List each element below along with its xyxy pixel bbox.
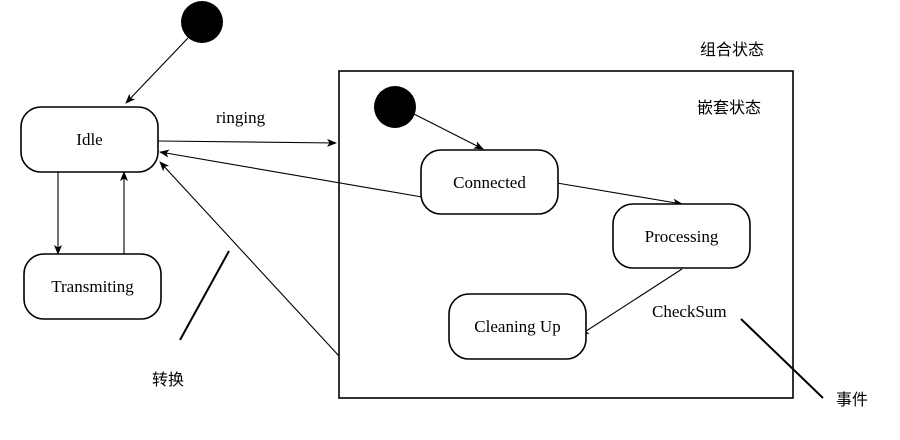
state-transmitting: Transmiting	[23, 253, 162, 320]
initial-state-inner	[374, 86, 416, 128]
event-pointer-line	[740, 318, 824, 399]
ringing-transition-arrow	[157, 138, 337, 147]
state-connected-label: Connected	[453, 173, 526, 192]
event-annotation: 事件	[836, 390, 868, 409]
transition-pointer-line	[179, 250, 230, 341]
state-idle: Idle	[20, 106, 159, 173]
initial-state-outer	[181, 1, 223, 43]
composite-state-label: 组合状态	[700, 40, 764, 59]
state-connected: Connected	[420, 149, 559, 215]
state-processing: Processing	[612, 203, 751, 269]
connected-to-idle-arrow	[159, 149, 423, 198]
state-transmitting-label: Transmiting	[51, 277, 134, 296]
state-idle-label: Idle	[76, 130, 102, 149]
frame-to-idle-arrow	[159, 161, 340, 357]
inner-initial-to-connected-arrow	[411, 112, 484, 150]
composite-state-frame	[338, 70, 794, 399]
nested-state-label: 嵌套状态	[697, 98, 761, 117]
ringing-label: ringing	[216, 108, 266, 127]
connected-to-processing-arrow	[556, 182, 683, 207]
state-cleaning-up-label: Cleaning Up	[474, 317, 560, 336]
state-cleaning-up: Cleaning Up	[448, 293, 587, 360]
processing-to-cleaning-arrow	[579, 268, 683, 336]
initial-to-idle-arrow	[125, 37, 189, 104]
checksum-label: CheckSum	[652, 302, 727, 321]
state-processing-label: Processing	[645, 227, 719, 246]
transition-annotation: 转换	[152, 370, 184, 389]
